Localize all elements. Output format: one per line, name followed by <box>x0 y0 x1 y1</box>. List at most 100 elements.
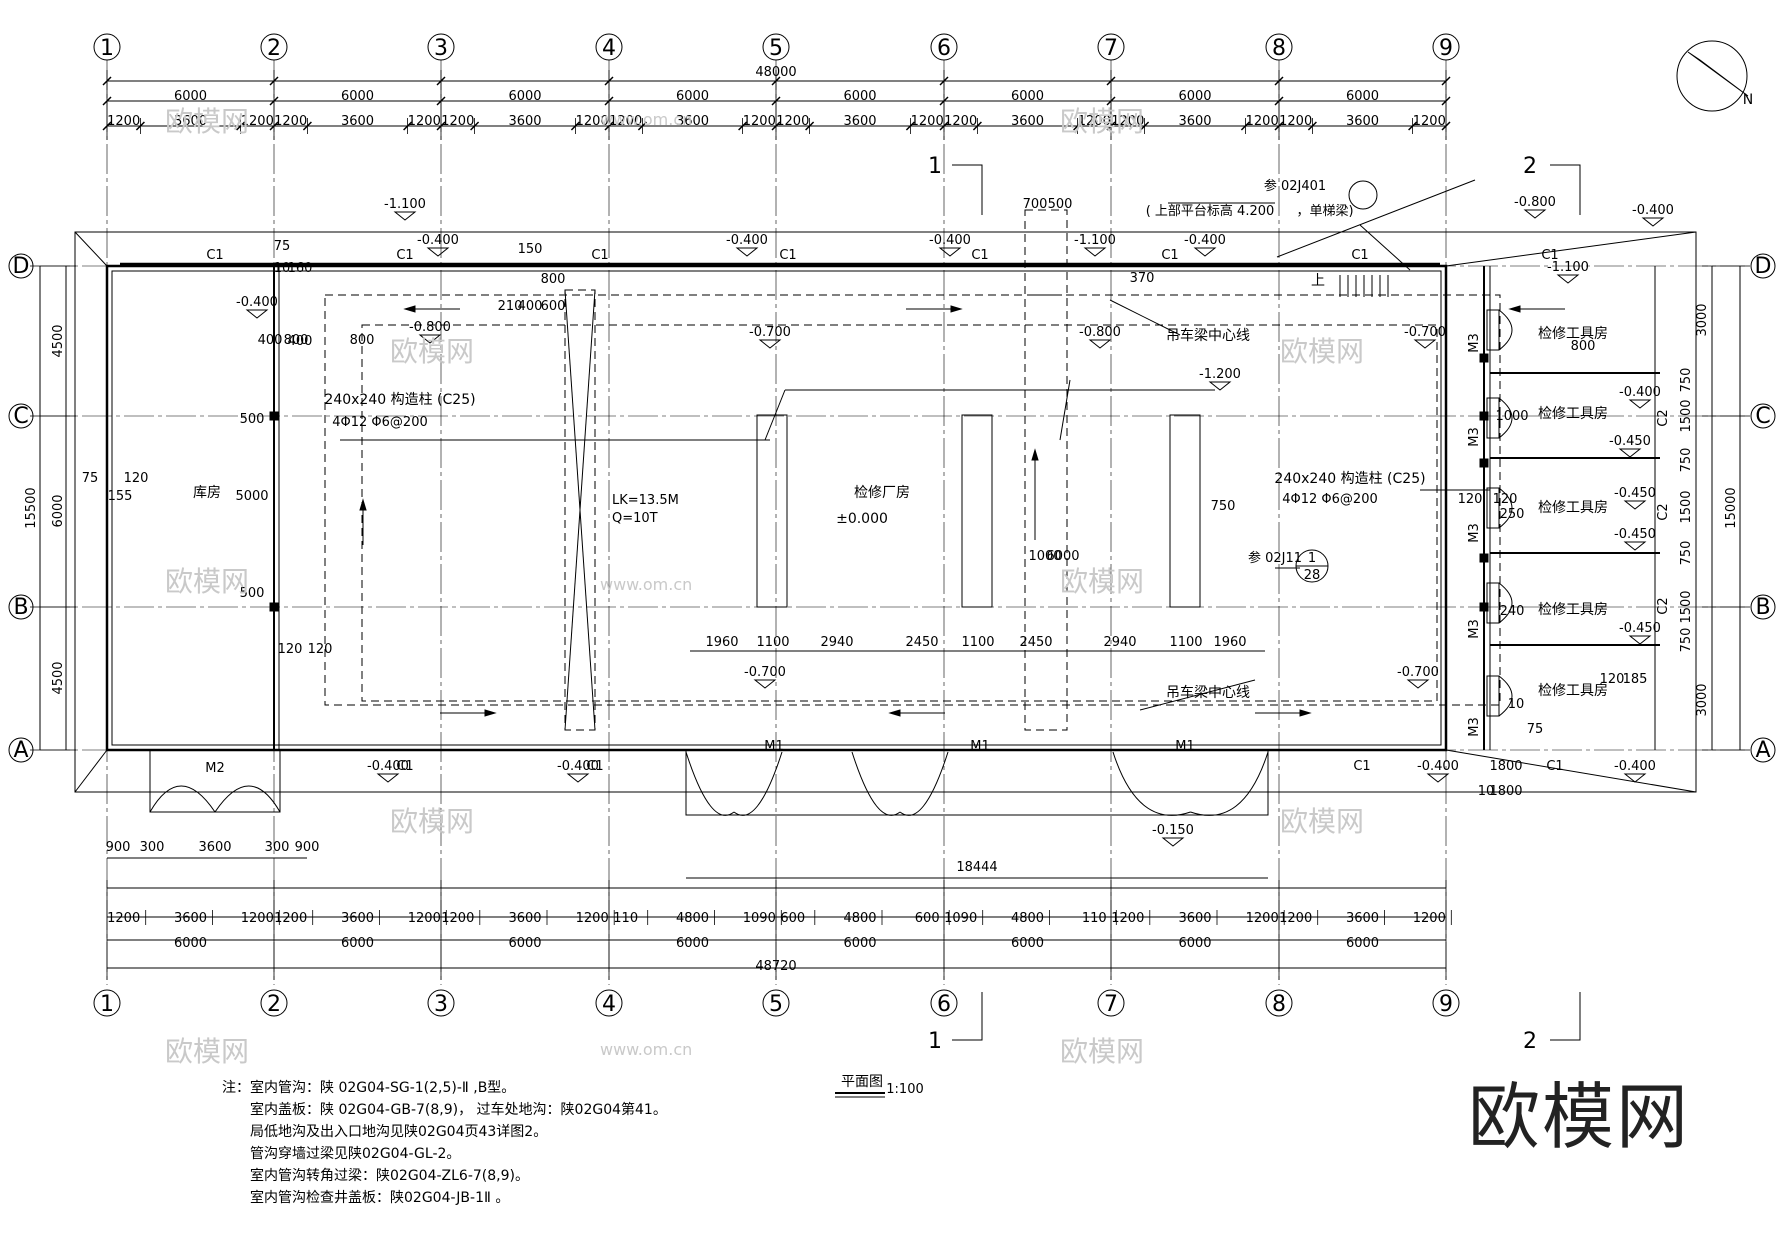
dimension-small: 240 <box>1500 604 1525 619</box>
dimension-tick <box>1441 121 1451 131</box>
dimension-small: 75 <box>1527 722 1544 737</box>
axis-label-x: 2 <box>267 36 281 61</box>
dimension-sub-top: 3600 <box>1011 114 1044 129</box>
dimension-tick <box>436 76 446 86</box>
arrow-head <box>1508 305 1521 313</box>
dimension-bottom-row: 600 <box>915 911 940 926</box>
axis-bubble <box>1750 737 1776 763</box>
dimension-door-m2: 3600 <box>198 840 231 855</box>
column <box>1479 602 1489 612</box>
dimension-tick <box>771 121 781 131</box>
inspection-pit <box>1169 414 1201 608</box>
axis-label-x: 7 <box>1104 992 1118 1017</box>
dimension-tick <box>604 96 614 106</box>
door-m2-opening <box>149 749 281 813</box>
dimension-bay-top: 6000 <box>843 89 876 104</box>
leader-line <box>1139 679 1256 711</box>
column <box>1479 553 1489 563</box>
dimension-door-m2: 900 <box>295 840 320 855</box>
elevation-mark: -0.400 <box>1614 759 1656 774</box>
column-rebar-right: 4Φ12 Φ6@200 <box>1282 492 1378 507</box>
door-m1-swing <box>685 751 783 816</box>
dimension-tick <box>771 96 781 106</box>
axis-label-x: 9 <box>1439 992 1453 1017</box>
notes-head: 注： <box>222 1080 250 1096</box>
dimension-column: 120 <box>1493 492 1518 507</box>
axis-label-x: 7 <box>1104 36 1118 61</box>
dimension-column: 120 <box>278 642 303 657</box>
watermark: 欧模网 <box>165 1035 250 1068</box>
column <box>269 602 279 612</box>
dimension-sub-top: 1200 <box>408 114 441 129</box>
dimension-tick <box>102 121 112 131</box>
section-label-1: 1 <box>928 1029 942 1054</box>
section-mark-1-top <box>952 164 983 215</box>
axis-bubble <box>260 33 288 61</box>
door-m3-label: M3 <box>1467 427 1482 447</box>
watermark: 欧模网 <box>390 335 475 368</box>
dimension-room-height: 1500 <box>1679 399 1694 432</box>
dimension-tick <box>1307 121 1317 131</box>
crane-rail-outline <box>564 289 596 731</box>
dimension-bottom-row: 1090 <box>743 911 776 926</box>
dimension-bottom-row: 1200 <box>241 911 274 926</box>
axis-bubble <box>1265 33 1293 61</box>
dimension-sub-top: 1200 <box>1246 114 1279 129</box>
dimension-bottom-row: 4800 <box>1011 911 1044 926</box>
door-m1-opening <box>685 749 1269 816</box>
apron-corner <box>74 231 108 267</box>
elevation-mark: -0.700 <box>749 325 791 340</box>
window-c1-label: C1 <box>971 248 988 263</box>
section-label-2: 2 <box>1523 154 1537 179</box>
axis-label-x: 4 <box>602 992 616 1017</box>
axis-bubble <box>1265 989 1293 1017</box>
dimension-small: 160 <box>288 261 313 276</box>
dimension-bottom-row: 4800 <box>843 911 876 926</box>
door-m3-label: M3 <box>1467 523 1482 543</box>
elevation-mark: -0.700 <box>744 665 786 680</box>
dimension-small: 150 <box>518 242 543 257</box>
dimension-left-part: 4500 <box>51 661 66 694</box>
axis-bubble <box>1432 33 1460 61</box>
note-line-6: 室内管沟检查井盖板：陕02G04-JB-1Ⅱ 。 <box>250 1190 510 1206</box>
dimension-small: 400 <box>518 299 543 314</box>
door-m1-label: M1 <box>764 739 784 754</box>
watermark-url: www.om.cn <box>600 1040 693 1059</box>
elevation-triangle <box>753 679 777 689</box>
axis-bubble <box>1750 253 1776 279</box>
window-c2: C2 <box>1656 409 1671 426</box>
window-c1-label: C1 <box>1161 248 1178 263</box>
axis-label-y: B <box>13 595 28 620</box>
dimension-sub-top: 1200 <box>743 114 776 129</box>
apron-corner <box>1445 231 1697 267</box>
dimension-door-m2: 900 <box>106 840 131 855</box>
dimension-sub-top: 1200 <box>609 114 642 129</box>
leader-line <box>1359 224 1411 271</box>
column-rebar-left: 4Φ12 Φ6@200 <box>332 415 428 430</box>
dimension-column: 120 <box>308 642 333 657</box>
floor-level: ±0.000 <box>836 511 888 527</box>
dimension-small: 500 <box>240 412 265 427</box>
dimension-tick <box>939 76 949 86</box>
axis-label-x: 5 <box>769 36 783 61</box>
room-label-tool-room: 检修工具房 <box>1538 500 1608 516</box>
dimension-sub-top: 3600 <box>676 114 709 129</box>
crane-centerline-top: 吊车梁中心线 <box>1166 327 1250 344</box>
dimension-tick <box>1106 76 1116 86</box>
section-label-1: 1 <box>928 154 942 179</box>
elevation-mark: -0.450 <box>1614 527 1656 542</box>
dimension-right-part: 3000 <box>1695 303 1710 336</box>
elevation-triangle <box>938 247 962 257</box>
axis-label-x: 2 <box>267 992 281 1017</box>
reference-circle <box>1348 180 1378 210</box>
dimension-sub-top: 1200 <box>241 114 274 129</box>
elevation-triangle <box>1406 679 1430 689</box>
elevation-triangle <box>1193 247 1217 257</box>
dimension-overall-top: 48000 <box>755 65 796 80</box>
ref-circle-bottom: 28 <box>1304 568 1321 583</box>
dimension-bay-bottom: 6000 <box>1346 936 1379 951</box>
dimension-tick <box>1441 76 1451 86</box>
dimension-small: 800 <box>350 333 375 348</box>
dimension-right-total: 15000 <box>1724 487 1739 528</box>
elevation-triangle <box>1083 247 1107 257</box>
